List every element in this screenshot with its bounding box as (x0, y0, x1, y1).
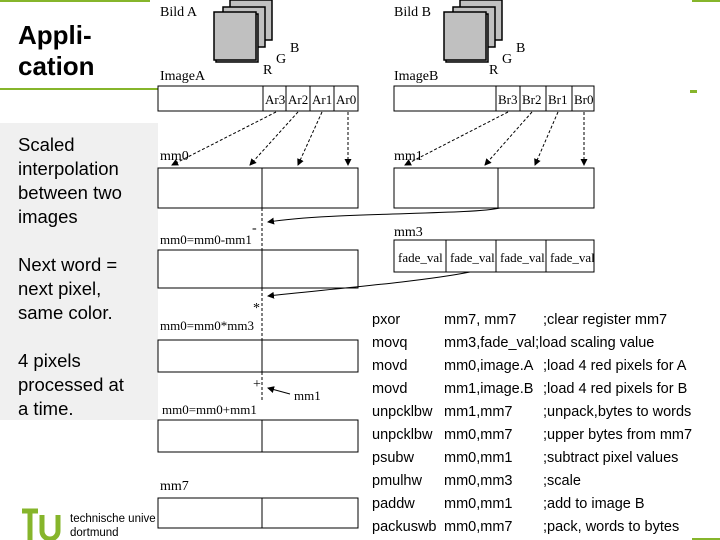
register-image-b (393, 85, 595, 112)
code-comment: ;upper bytes from mm7 (543, 427, 693, 443)
code-comment: ;clear register mm7 (543, 312, 668, 328)
label-mm0: mm0 (160, 149, 189, 164)
image-b-stack (443, 0, 503, 63)
register-mm3 (393, 239, 595, 273)
code-line: psubw mm0,mm1 ;subtract pixel values (372, 447, 712, 470)
code-op: psubw (372, 450, 414, 466)
label-mul: mm0=mm0*mm3 (160, 318, 254, 333)
code-line: pmulhw mm0,mm3 ;scale (372, 470, 712, 493)
code-line: unpcklbw mm1,mm7 ;unpack,bytes to words (372, 401, 712, 424)
code-op: unpcklbw (372, 404, 433, 420)
code-comment: ;load 4 red pixels for A (543, 358, 687, 374)
cell-fade-3: fade_val (550, 250, 595, 265)
label-sub: mm0=mm0-mm1 (160, 232, 252, 247)
code-line: pxor mm7, mm7 ;clear register mm7 (372, 309, 712, 332)
register-mm0-mul (157, 339, 359, 373)
code-line: packuswb mm0,mm7 ;pack, words to bytes (372, 516, 712, 539)
code-op: pmulhw (372, 473, 422, 489)
code-op: unpcklbw (372, 427, 433, 443)
sidebar-text-pixels: 4 pixels processed at a time. (18, 350, 124, 419)
logo-text-line2: dortmund (70, 527, 119, 539)
cell-br3: Br3 (498, 92, 518, 107)
label-mm3: mm3 (394, 225, 423, 240)
cell-ar1: Ar1 (312, 92, 332, 107)
code-args: mm1,image.B (444, 381, 534, 397)
code-args: mm0,mm7 (444, 519, 513, 535)
page-title: Appli- cation (18, 20, 95, 81)
cell-fade-1: fade_val (450, 250, 495, 265)
label-add: mm0=mm0+mm1 (162, 402, 257, 417)
code-args: mm0,mm1 (444, 496, 513, 512)
code-op: movd (372, 381, 408, 397)
label-g-b: G (502, 52, 512, 67)
code-args: mm0,mm1 (444, 450, 513, 466)
sidebar-text-interpolation: Scaled interpolation between two images (18, 134, 122, 227)
cell-ar0: Ar0 (336, 92, 356, 107)
operator-minus: - (252, 221, 257, 236)
university-logo: technische unive dortmund (22, 505, 167, 540)
code-line: unpcklbw mm0,mm7 ;upper bytes from mm7 (372, 424, 712, 447)
code-comment: ;pack, words to bytes (543, 519, 680, 535)
label-mm7: mm7 (160, 479, 189, 494)
register-mm0-sub (157, 249, 359, 289)
code-args: mm0,mm7 (444, 427, 513, 443)
label-bild-b: Bild B (394, 5, 431, 20)
code-args: mm3,fade_val;load scaling value (444, 335, 655, 351)
code-op: packuswb (372, 519, 437, 535)
logo-text-line1: technische unive (70, 513, 156, 525)
tu-logo-icon (22, 508, 61, 540)
assembly-code: pxor mm7, mm7 ;clear register mm7 movq mm3,… (372, 309, 712, 539)
operator-multiply: * (253, 301, 260, 316)
label-image-b: ImageB (394, 69, 438, 84)
label-b-b: B (516, 41, 525, 56)
cell-br1: Br1 (548, 92, 568, 107)
image-a-stack (213, 0, 273, 63)
label-g-a: G (276, 52, 286, 67)
accent-bar-top-left (0, 0, 150, 2)
accent-bar-top-right (692, 0, 720, 2)
code-comment: ;unpack,bytes to words (543, 404, 692, 420)
cell-br0: Br0 (574, 92, 594, 107)
code-op: movd (372, 358, 408, 374)
label-r-a: R (263, 63, 273, 78)
label-bild-a: Bild A (160, 5, 198, 20)
accent-bar-mid-left (0, 88, 158, 90)
operator-plus: + (253, 377, 261, 392)
code-line: movd mm1,image.B ;load 4 red pixels for B (372, 378, 712, 401)
register-mm0-add (157, 419, 359, 453)
code-args: mm0,mm3 (444, 473, 513, 489)
code-line: paddw mm0,mm1 ;add to image B (372, 493, 712, 516)
register-image-a (157, 85, 359, 112)
cell-fade-0: fade_val (398, 250, 443, 265)
label-b-a: B (290, 41, 299, 56)
label-mm1: mm1 (394, 149, 423, 164)
code-args: mm0,image.A (444, 358, 534, 374)
code-args: mm1,mm7 (444, 404, 513, 420)
register-mm0 (157, 167, 359, 209)
cell-ar3: Ar3 (265, 92, 285, 107)
code-line: movq mm3,fade_val;load scaling value (372, 332, 712, 355)
register-mm1 (393, 167, 595, 209)
label-image-a: ImageA (160, 69, 206, 84)
cell-br2: Br2 (522, 92, 542, 107)
code-op: movq (372, 335, 408, 351)
code-comment: ;add to image B (543, 496, 645, 512)
register-mm7 (157, 497, 359, 529)
accent-mark-right (690, 90, 697, 93)
code-comment: ;scale (543, 473, 581, 489)
code-op: pxor (372, 312, 401, 328)
label-mm1-add: mm1 (294, 388, 321, 403)
cell-fade-2: fade_val (500, 250, 545, 265)
cell-ar2: Ar2 (288, 92, 308, 107)
code-op: paddw (372, 496, 415, 512)
sidebar-text-next-word: Next word = next pixel, same color. (18, 254, 118, 323)
code-line: movd mm0,image.A ;load 4 red pixels for A (372, 355, 712, 378)
code-comment: ;subtract pixel values (543, 450, 679, 466)
sidebar-panel (0, 123, 158, 420)
accent-bar-bottom-right (692, 538, 720, 540)
code-args: mm7, mm7 (444, 312, 517, 328)
label-r-b: R (489, 63, 499, 78)
code-comment: ;load 4 red pixels for B (543, 381, 688, 397)
